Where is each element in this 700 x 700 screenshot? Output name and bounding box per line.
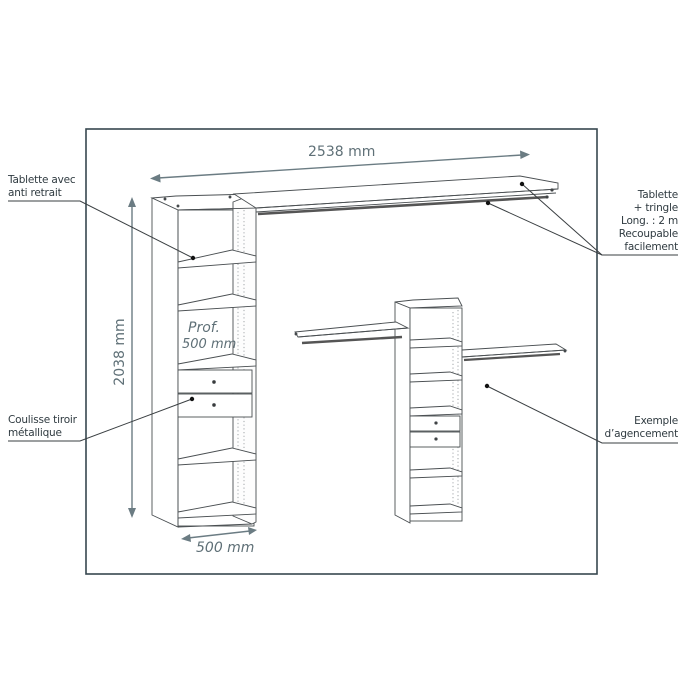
callout-drawer-slide: Coulisse tiroir métallique	[8, 414, 77, 440]
frame-border	[85, 128, 598, 575]
callout-shelf-rod: Tablette + tringle Long. : 2 m Recoupabl…	[619, 189, 678, 254]
example-left-shelf	[294, 321, 410, 345]
height-dimension-label: 2038 mm	[112, 318, 128, 386]
callout-layout-example-line2: d’agencement	[604, 428, 678, 440]
column-width-label: 500 mm	[196, 540, 255, 556]
callout-shelf-rod-line5: facilement	[624, 241, 678, 253]
example-right-shelf	[461, 343, 568, 362]
depth-label: Prof.	[188, 320, 220, 336]
width-dimension-label: 2538 mm	[308, 144, 376, 160]
callout-shelf-rod-line4: Recoupable	[618, 228, 678, 240]
callout-shelf-anti-retreat-line2: anti retrait	[8, 187, 62, 199]
main-column	[150, 193, 257, 528]
main-column-drawers	[177, 369, 253, 418]
width-dimension-arrow	[150, 150, 530, 183]
long-shelf-with-rod	[232, 175, 559, 216]
callout-leaders	[8, 181, 678, 444]
callout-drawer-slide-line2: métallique	[8, 427, 62, 439]
example-column	[394, 297, 463, 524]
column-width-arrow	[181, 527, 257, 542]
callout-shelf-rod-line1: Tablette	[637, 189, 678, 201]
height-dimension-arrow	[128, 197, 136, 518]
depth-value: 500 mm	[182, 337, 237, 352]
callout-shelf-rod-line3: Long. : 2 m	[620, 215, 678, 227]
callout-layout-example-line1: Exemple	[634, 415, 678, 427]
callout-shelf-rod-line2: + tringle	[633, 202, 679, 214]
callout-layout-example: Exemple d’agencement	[604, 415, 678, 441]
main-column-shelves	[177, 249, 257, 519]
callout-shelf-anti-retreat-line1: Tablette avec	[8, 174, 76, 186]
callout-shelf-anti-retreat: Tablette avec anti retrait	[8, 174, 76, 200]
callout-drawer-slide-line1: Coulisse tiroir	[8, 414, 77, 426]
